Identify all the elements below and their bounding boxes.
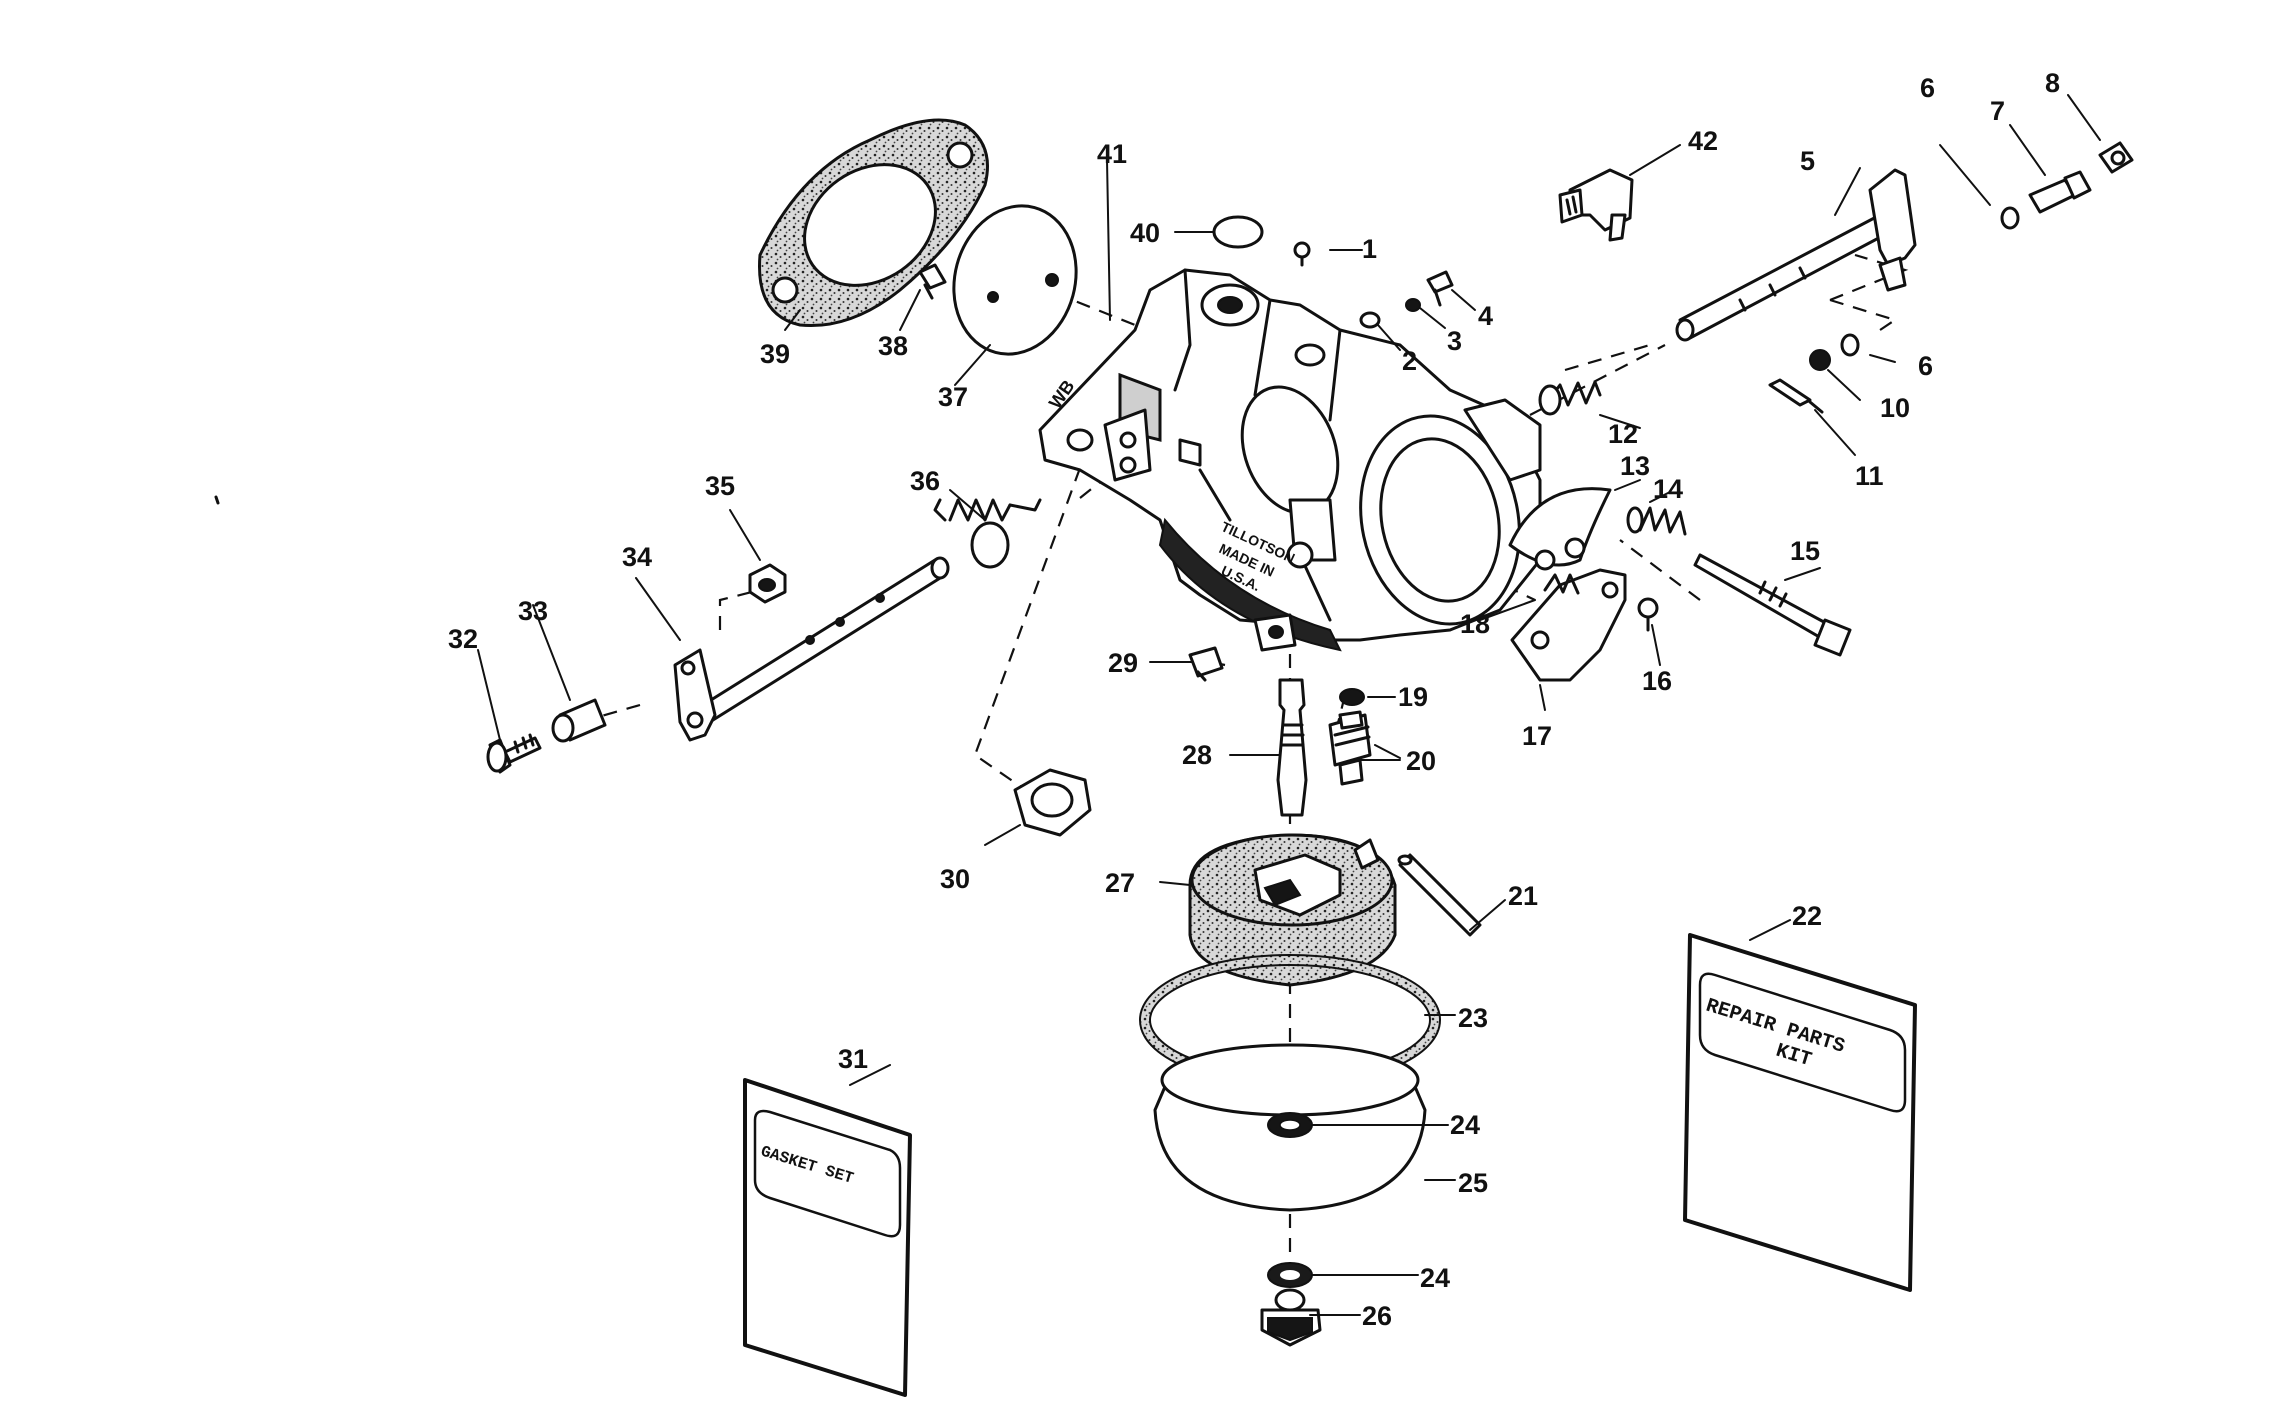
part-number-label: 14 — [1653, 474, 1683, 504]
part-number-label: 42 — [1688, 126, 1718, 156]
part-number-label: 25 — [1458, 1168, 1488, 1198]
part-number-label: 7 — [1990, 96, 2005, 126]
screw-part — [918, 263, 947, 300]
part-number-label: 3 — [1447, 326, 1462, 356]
shaft-nut — [748, 563, 787, 604]
throttle-spring — [1543, 573, 1580, 595]
part-number-label: 16 — [1642, 666, 1672, 696]
part-number-label: 17 — [1522, 721, 1552, 751]
hex-nut — [1013, 768, 1092, 837]
part-number-label: 5 — [1800, 146, 1815, 176]
scan-mark — [214, 495, 220, 505]
part-number-label: 6 — [1918, 351, 1933, 381]
part-number-label: 22 — [1792, 901, 1822, 931]
part-number-label: 31 — [838, 1044, 868, 1074]
part-number-label: 11 — [1855, 461, 1884, 491]
throttle-lever — [1510, 568, 1627, 682]
part-number-label: 34 — [622, 542, 652, 572]
part-number-label: 24 — [1450, 1110, 1480, 1140]
part-number-label: 32 — [448, 624, 478, 654]
part-number-label: 2 — [1402, 346, 1417, 376]
drain-plug — [1260, 1288, 1322, 1347]
idle-spring — [1626, 506, 1687, 536]
part-number-label: 4 — [1478, 301, 1493, 331]
carburetor-body — [1038, 268, 1542, 652]
part-number-label: 26 — [1362, 1301, 1392, 1331]
part-number-label: 30 — [940, 864, 970, 894]
throttle-shaft — [673, 556, 950, 742]
idle-screw — [1188, 646, 1224, 682]
small-ball — [1809, 349, 1831, 371]
lever-screw — [1637, 597, 1659, 632]
inlet-needle-seat — [1328, 710, 1372, 786]
part-number-label: 38 — [878, 331, 908, 361]
fuel-inlet-elbow — [1558, 168, 1634, 242]
part-number-label: 27 — [1105, 868, 1135, 898]
part-number-label: 1 — [1362, 234, 1377, 264]
swivel-screw — [2098, 141, 2134, 174]
bowl-washer-hole — [1280, 1270, 1300, 1280]
part-number-label: 10 — [1880, 393, 1910, 423]
seal-washer — [1339, 688, 1365, 706]
washer — [1359, 311, 1381, 329]
swivel-fitting — [2028, 170, 2092, 214]
part-number-label: 28 — [1182, 740, 1212, 770]
part-number-labels: 1234566781011121314151617181920212223242… — [448, 68, 2060, 1331]
o-ring — [2000, 206, 2020, 230]
main-nozzle — [1276, 678, 1308, 817]
part-number-label: 23 — [1458, 1003, 1488, 1033]
part-number-label: 20 — [1406, 746, 1436, 776]
welch-plug — [1212, 215, 1264, 249]
choke-shaft — [1675, 168, 1917, 342]
cap-screw — [1426, 270, 1454, 307]
throttle-return-spring — [933, 498, 1042, 569]
part-number-label: 19 — [1398, 682, 1428, 712]
collar-screw — [486, 733, 542, 774]
part-number-label: 36 — [910, 466, 940, 496]
small-screw — [1293, 241, 1311, 267]
part-number-label: 35 — [705, 471, 735, 501]
part-number-label: 37 — [938, 382, 968, 412]
flange-gasket — [758, 118, 989, 328]
part-number-label: 41 — [1097, 139, 1127, 169]
part-number-label: 33 — [518, 596, 548, 626]
part-number-label: 29 — [1108, 648, 1138, 678]
float-bowl — [1153, 1043, 1427, 1212]
float — [1188, 833, 1397, 987]
part-number-label: 6 — [1920, 73, 1935, 103]
small-part — [1405, 298, 1421, 312]
part-number-label: 13 — [1620, 451, 1650, 481]
adjusting-needle — [1693, 553, 1852, 657]
part-number-label: 39 — [760, 339, 790, 369]
part-number-label: 24 — [1420, 1263, 1450, 1293]
o-ring — [1840, 333, 1860, 357]
throttle-plate — [1508, 487, 1612, 571]
choke-plate — [952, 204, 1078, 356]
shaft-collar — [551, 698, 607, 743]
needle-part — [1768, 378, 1824, 414]
part-number-label: 18 — [1460, 609, 1490, 639]
part-number-label: 8 — [2045, 68, 2060, 98]
part-number-label: 15 — [1790, 536, 1820, 566]
spring-part — [1538, 380, 1602, 416]
part-number-label: 21 — [1508, 881, 1538, 911]
part-number-label: 12 — [1608, 419, 1638, 449]
part-number-label: 40 — [1130, 218, 1160, 248]
gasket-set-card: GASKET SET — [743, 1078, 912, 1397]
float-pin — [1397, 853, 1482, 937]
repair-parts-kit-card: REPAIR PARTS KIT — [1683, 933, 1917, 1292]
part-callouts — [477, 94, 2101, 1316]
